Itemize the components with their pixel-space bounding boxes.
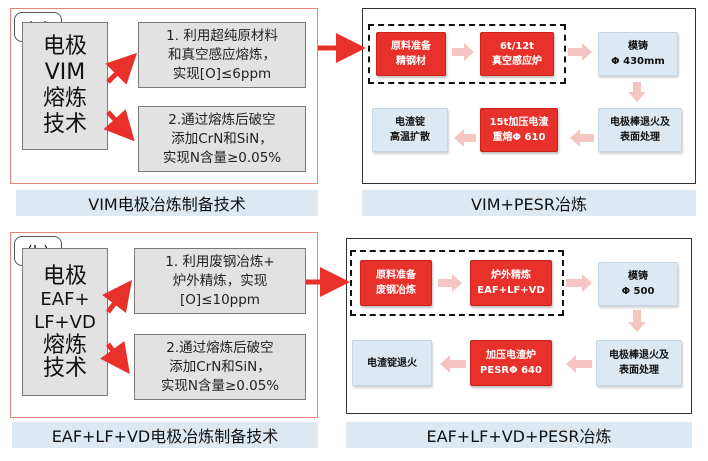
panel-a-desc2-line: 实现N含量≥0.05% — [162, 149, 282, 166]
panel-b-desc1-line: [O]≤10ppm — [180, 291, 260, 308]
panel-b-left-caption: EAF+LF+VD电极冶炼制备技术 — [12, 422, 318, 448]
panel-a-title-line: 熔炼 — [42, 86, 87, 111]
panel-a-step-casting: 模铸 Φ 430mm — [598, 32, 678, 76]
step-line: EAF+LF+VD — [477, 285, 545, 296]
panel-a-left-caption: VIM电极冶炼制备技术 — [16, 190, 318, 216]
panel-b-step-casting: 模铸 Φ 500 — [598, 262, 678, 306]
step-line: Φ 500 — [621, 286, 655, 297]
panel-b-title-box: 电极 EAF+ LF+VD 熔炼 技术 — [22, 248, 108, 396]
panel-a-desc1-box: 1. 利用超纯原材料 和真空感应熔炼， 实现[O]≤6ppm — [138, 22, 306, 88]
step-line: 原料准备 — [391, 41, 431, 52]
step-line: 废钢冶炼 — [376, 285, 416, 296]
panel-a-right-caption: VIM+PESR冶炼 — [362, 190, 696, 216]
panel-a-title-line: VIM — [44, 60, 86, 85]
panel-a-step-annealing: 电极棒退火及 表面处理 — [598, 108, 682, 152]
step-line: 炉外精炼 — [491, 270, 531, 281]
panel-b-step-ingot-annealing: 电渣锭退火 — [352, 340, 432, 386]
panel-a-desc2-line: 2.通过熔炼后破空 — [168, 111, 276, 128]
panel-b-title-line: 技术 — [42, 355, 87, 381]
panel-b-step-raw-material: 原料准备 废钢冶炼 — [360, 260, 432, 306]
panel-b-desc2-line: 2.通过熔炼后破空 — [166, 339, 274, 356]
panel-b-title-line: LF+VD — [34, 311, 96, 333]
panel-b-highlight-frame — [350, 250, 564, 316]
panel-a-step-pesr: 15t加压电渣 重熔Φ 610 — [480, 108, 558, 152]
panel-b-step-refining: 炉外精炼 EAF+LF+VD — [470, 260, 552, 306]
step-line: 电极棒退火及 — [610, 117, 670, 128]
panel-b-desc1-box: 1. 利用废钢冶炼+ 炉外精炼，实现 [O]≤10ppm — [134, 248, 306, 314]
step-line: 电渣锭退火 — [367, 357, 417, 369]
step-line: 加压电渣炉 — [486, 350, 536, 361]
step-line: 表面处理 — [619, 365, 659, 376]
panel-a-step-diffusion: 电渣锭 高温扩散 — [372, 108, 448, 152]
step-line: 高温扩散 — [390, 132, 430, 143]
step-line: 精钢材 — [396, 56, 426, 67]
panel-a-desc2-line: 添加CrN和SiN， — [171, 130, 273, 147]
panel-a-desc1-line: 实现[O]≤6ppm — [172, 65, 272, 82]
panel-a-desc2-box: 2.通过熔炼后破空 添加CrN和SiN， 实现N含量≥0.05% — [138, 106, 306, 172]
step-line: 原料准备 — [376, 270, 416, 281]
step-line: Φ 430mm — [611, 56, 665, 67]
panel-b-desc2-line: 添加CrN和SiN， — [169, 358, 271, 375]
step-line: 电渣锭 — [395, 117, 425, 128]
panel-b-right-caption: EAF+LF+VD+PESR冶炼 — [346, 422, 692, 448]
panel-a-highlight-frame — [368, 24, 566, 84]
panel-a-title-line: 电极 — [42, 34, 87, 59]
panel-b-desc1-line: 炉外精炼，实现 — [172, 272, 268, 289]
step-line: 15t加压电渣 — [489, 117, 549, 128]
panel-b-desc2-box: 2.通过熔炼后破空 添加CrN和SiN， 实现N含量≥0.05% — [134, 334, 306, 400]
step-line: 电极棒退火及 — [609, 350, 669, 361]
panel-a-desc1-line: 和真空感应熔炼， — [167, 46, 276, 63]
step-line: 重熔Φ 610 — [492, 132, 546, 143]
panel-b-desc2-line: 实现N含量≥0.05% — [160, 377, 280, 394]
panel-a-desc1-line: 1. 利用超纯原材料 — [166, 27, 278, 44]
panel-b-step-annealing: 电极棒退火及 表面处理 — [596, 340, 682, 386]
step-line: PESRΦ 640 — [480, 365, 542, 376]
step-line: 表面处理 — [620, 132, 660, 143]
step-line: 6t/12t — [499, 41, 535, 52]
panel-b-desc1-line: 1. 利用废钢冶炼+ — [165, 253, 275, 270]
panel-a-title-box: 电极 VIM 熔炼 技术 — [22, 22, 108, 150]
panel-b-step-pesr: 加压电渣炉 PESRΦ 640 — [470, 340, 552, 386]
panel-b-title-line: 电极 — [42, 263, 87, 289]
panel-b-title-line: 熔炼 — [42, 332, 87, 358]
step-line: 模铸 — [628, 41, 648, 52]
step-line: 模铸 — [628, 271, 648, 282]
step-line: 真空感应炉 — [492, 56, 542, 67]
panel-a-step-raw-material: 原料准备 精钢材 — [376, 32, 446, 76]
panel-b-title-line: EAF+ — [40, 288, 90, 310]
panel-a-step-vim-furnace: 6t/12t 真空感应炉 — [480, 32, 554, 76]
panel-a-title-line: 技术 — [42, 112, 87, 137]
